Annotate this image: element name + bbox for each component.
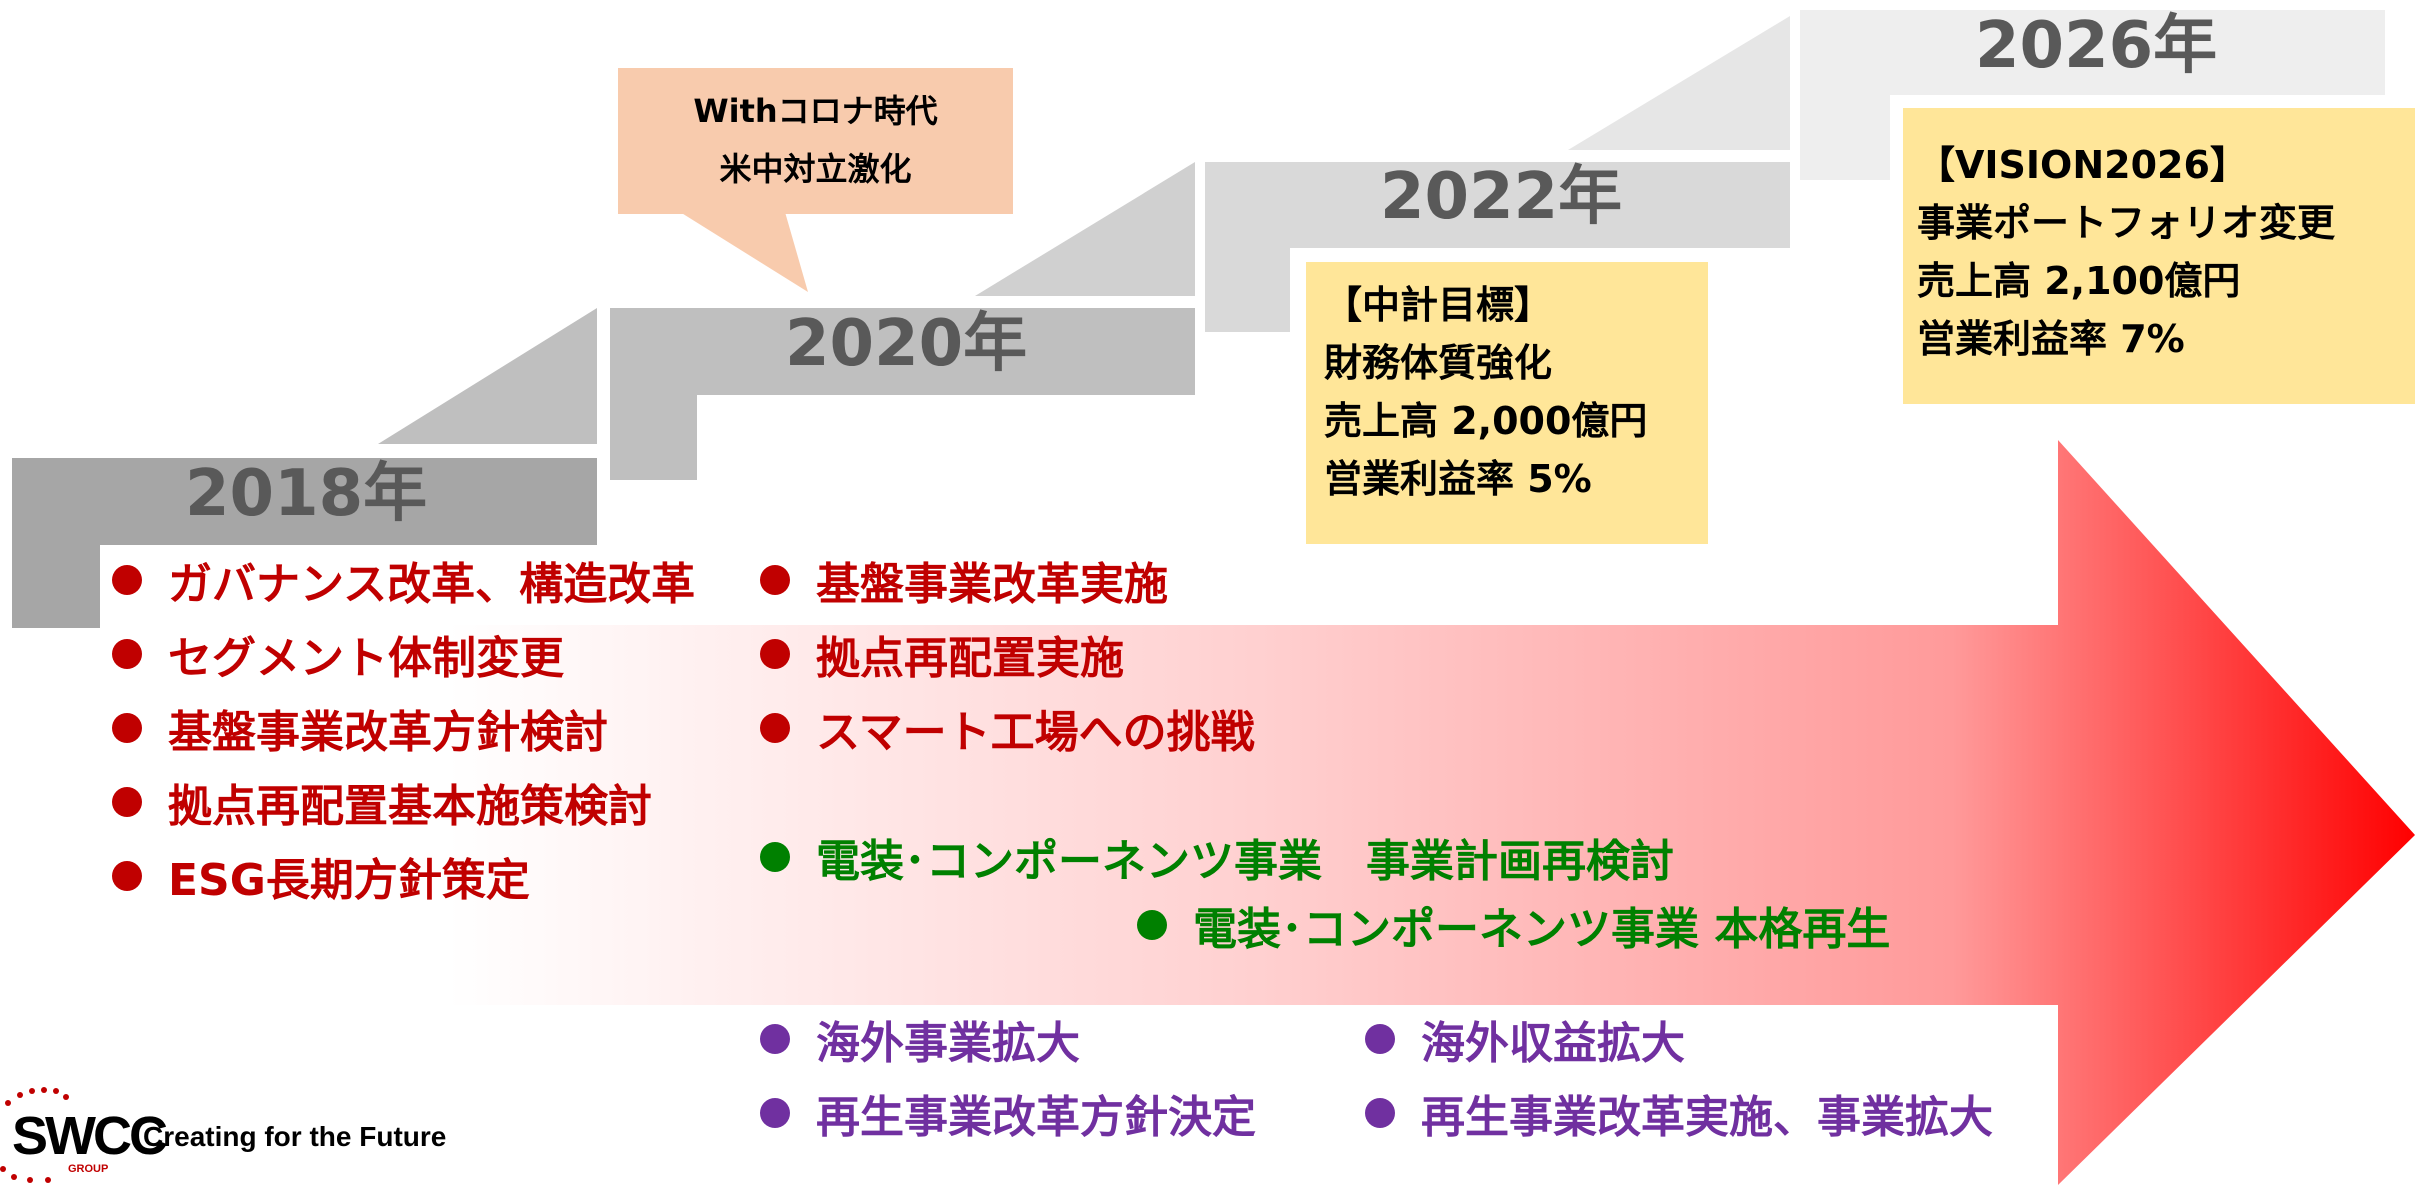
year-2022-label: 2022年: [1380, 160, 1623, 234]
list-item: 拠点再配置実施: [760, 617, 1255, 691]
bullet-icon: [760, 565, 790, 595]
target-2026-line: 事業ポートフォリオ変更: [1917, 201, 2336, 245]
step-2018-ramp: [378, 308, 597, 444]
list-item: 海外収益拡大: [1365, 1002, 1993, 1076]
bullet-icon: [112, 787, 142, 817]
vision-2026-box: 【VISION2026】 事業ポートフォリオ変更 売上高 2,100億円 営業利…: [1903, 108, 2415, 404]
list-item: 海外事業拡大: [760, 1002, 1256, 1076]
target-2026-line: 売上高 2,100億円: [1917, 259, 2241, 303]
bullet-icon: [760, 842, 790, 872]
bullet-icon: [1137, 910, 1167, 940]
target-2022-line: 売上高 2,000億円: [1324, 399, 1648, 443]
list-item: セグメント体制変更: [112, 617, 695, 691]
bullet-icon: [760, 639, 790, 669]
callout-tail: [680, 212, 808, 292]
target-2022-line: 営業利益率 5%: [1324, 457, 1592, 501]
list-item: ESG長期方針策定: [112, 839, 695, 913]
list-item: 基盤事業改革方針検討: [112, 691, 695, 765]
callout-line-2: 米中対立激化: [719, 150, 912, 188]
logo-mark: SWCC: [12, 1106, 168, 1166]
bullet-icon: [760, 713, 790, 743]
components-item-1: 電装･コンポーネンツ事業 事業計画再検討: [760, 820, 1674, 894]
target-2022-line: 【中計目標】: [1324, 283, 1553, 327]
logo-group-text: GROUP: [68, 1163, 109, 1175]
bullet-icon: [760, 1024, 790, 1054]
bullet-icon: [112, 565, 142, 595]
target-2022-line: 財務体質強化: [1324, 341, 1553, 385]
bullet-icon: [112, 639, 142, 669]
midterm-target-box: 【中計目標】 財務体質強化 売上高 2,000億円 営業利益率 5%: [1306, 262, 1708, 544]
initiatives-2020: 基盤事業改革実施 拠点再配置実施 スマート工場への挑戦: [760, 543, 1255, 765]
step-2026: [1800, 10, 2385, 180]
context-callout: Withコロナ時代 米中対立激化: [618, 68, 1013, 214]
logo-ring-icon: [0, 1087, 69, 1183]
year-2018-label: 2018年: [185, 457, 428, 531]
overseas-initiatives-2: 海外収益拡大 再生事業改革実施、事業拡大: [1365, 1002, 1993, 1150]
list-item: 再生事業改革方針決定: [760, 1076, 1256, 1150]
company-logo: SWCC GROUP Creating for the Future: [0, 1085, 480, 1185]
logo-tagline: Creating for the Future: [143, 1121, 447, 1152]
bullet-icon: [112, 713, 142, 743]
step-2020-ramp: [975, 162, 1195, 296]
list-item: スマート工場への挑戦: [760, 691, 1255, 765]
list-item: 基盤事業改革実施: [760, 543, 1255, 617]
year-2020-label: 2020年: [785, 307, 1028, 381]
bullet-icon: [760, 1098, 790, 1128]
list-item: 電装･コンポーネンツ事業 事業計画再検討: [760, 820, 1674, 894]
target-2026-line: 営業利益率 7%: [1917, 317, 2185, 361]
bullet-icon: [1365, 1024, 1395, 1054]
step-2022: [1205, 162, 1790, 332]
bullet-icon: [1365, 1098, 1395, 1128]
list-item: 電装･コンポーネンツ事業 本格再生: [1137, 888, 1890, 962]
step-2020: [610, 308, 1195, 480]
step-2018: [12, 458, 597, 628]
overseas-initiatives-1: 海外事業拡大 再生事業改革方針決定: [760, 1002, 1256, 1150]
initiatives-2018: ガバナンス改革、構造改革 セグメント体制変更 基盤事業改革方針検討 拠点再配置基…: [112, 543, 695, 913]
list-item: 再生事業改革実施、事業拡大: [1365, 1076, 1993, 1150]
bullet-icon: [112, 861, 142, 891]
list-item: ガバナンス改革、構造改革: [112, 543, 695, 617]
components-item-2: 電装･コンポーネンツ事業 本格再生: [1137, 888, 1890, 962]
list-item: 拠点再配置基本施策検討: [112, 765, 695, 839]
growth-arrow: [100, 440, 2415, 1185]
target-2026-line: 【VISION2026】: [1917, 143, 2248, 187]
callout-line-1: Withコロナ時代: [693, 92, 938, 130]
year-2026-label: 2026年: [1975, 9, 2218, 83]
step-2022-ramp: [1568, 16, 1790, 150]
